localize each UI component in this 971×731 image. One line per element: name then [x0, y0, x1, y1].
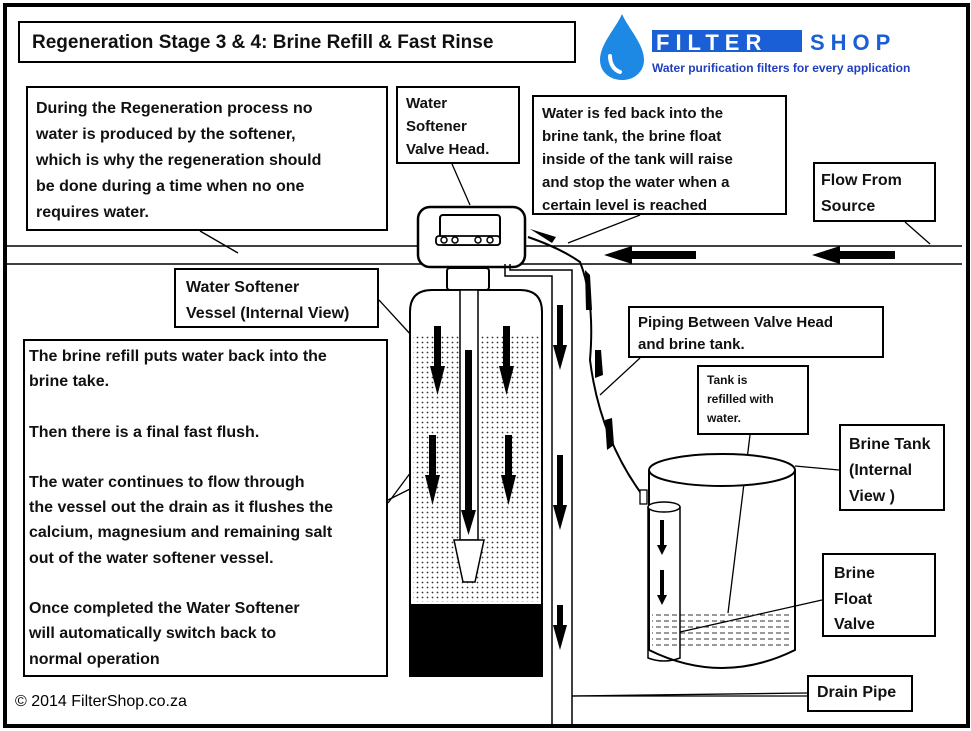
drain-pipe-label: Drain Pipe — [807, 675, 913, 712]
tank-refilled-label: Tank is refilled with water. — [697, 365, 809, 435]
logo-tagline: Water purification filters for every app… — [652, 61, 910, 75]
piping-label: Piping Between Valve Head and brine tank… — [628, 306, 884, 358]
flow-arrows — [604, 246, 895, 264]
filtershop-logo: FILTER SHOP Water purification filters f… — [596, 12, 960, 82]
logo-svg: FILTER SHOP Water purification filters f… — [600, 14, 910, 80]
logo-band — [652, 30, 802, 52]
regeneration-note: During the Regeneration process no water… — [26, 86, 388, 231]
logo-shop-text: SHOP — [810, 30, 896, 55]
drain-pipe — [504, 264, 807, 725]
brine-float-label: Brine Float Valve — [822, 553, 936, 637]
logo-filter-text: FILTER — [656, 30, 767, 55]
description-p2: Then there is a final fast flush. — [29, 423, 260, 441]
water-drop-icon — [600, 14, 644, 80]
process-description: The brine refill puts water back into th… — [23, 339, 388, 677]
valve-head-label: Water Softener Valve Head. — [396, 86, 520, 164]
brine-tank-label: Brine Tank (Internal View ) — [839, 424, 945, 511]
brine-piping — [527, 229, 648, 505]
softener-vessel — [409, 289, 543, 677]
copyright: © 2014 FilterShop.co.za — [15, 693, 187, 710]
brine-tank — [647, 453, 796, 669]
page-title: Regeneration Stage 3 & 4: Brine Refill &… — [18, 21, 576, 63]
brine-feed-note: Water is fed back into the brine tank, t… — [532, 95, 787, 215]
vessel-label: Water Softener Vessel (Internal View) — [174, 268, 379, 328]
outer-frame — [3, 3, 970, 728]
description-p1: The brine refill puts water back into th… — [29, 348, 327, 391]
flow-from-source-label: Flow From Source — [813, 162, 936, 222]
valve-head — [416, 205, 527, 291]
